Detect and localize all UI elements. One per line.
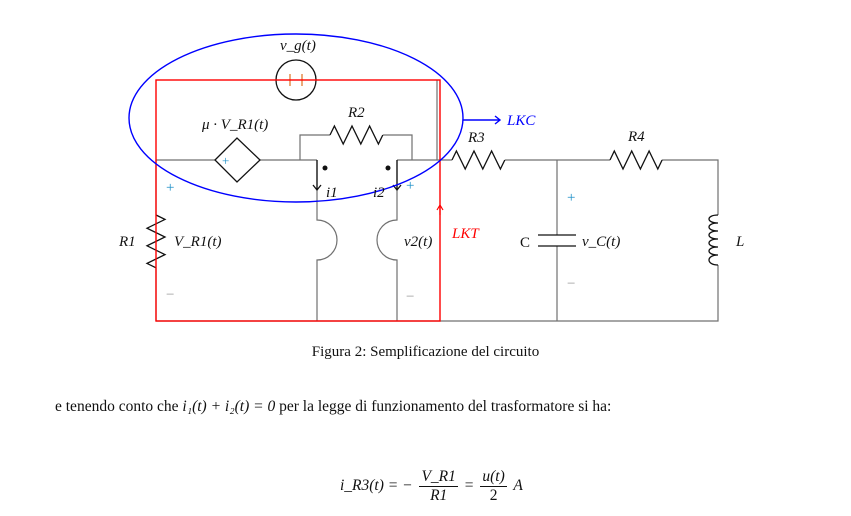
unit: A bbox=[513, 477, 523, 495]
fraction-u-2: u(t)2 bbox=[480, 468, 507, 505]
label-i2: i2 bbox=[373, 185, 385, 201]
minus-sign-r1: − bbox=[166, 287, 174, 303]
denominator: 2 bbox=[489, 487, 498, 504]
lkc-arrow bbox=[463, 115, 502, 125]
label-vg: v_g(t) bbox=[280, 38, 316, 54]
label-lkt: LKT bbox=[451, 226, 480, 242]
inline-math: i₁(t) + i₂(t) = 0 bbox=[182, 398, 276, 415]
numerator: u(t) bbox=[480, 468, 507, 487]
paragraph-text-end: per la legge di funzionamento del trasfo… bbox=[275, 398, 612, 415]
label-i1: i1 bbox=[326, 185, 338, 201]
label-vr1: V_R1(t) bbox=[174, 234, 221, 250]
capacitor-c bbox=[538, 234, 576, 247]
label-lkc: LKC bbox=[506, 113, 536, 129]
resistor-r3 bbox=[451, 149, 506, 171]
polarity-dot-primary bbox=[322, 165, 328, 171]
figure-caption: Figura 2: Semplificazione del circuito bbox=[311, 344, 540, 360]
resistor-r2 bbox=[329, 124, 384, 146]
source-plus: + bbox=[222, 153, 229, 168]
label-r4: R4 bbox=[627, 129, 645, 145]
resistor-r4 bbox=[609, 149, 663, 171]
label-l: L bbox=[735, 234, 744, 250]
lkt-loop bbox=[155, 79, 441, 322]
label-v2: v2(t) bbox=[404, 234, 432, 250]
minus-sign-vc: − bbox=[567, 276, 575, 292]
label-dependent-source: μ · V_R1(t) bbox=[201, 117, 268, 133]
label-r1: R1 bbox=[118, 234, 136, 250]
plus-sign-v2: + bbox=[406, 178, 414, 194]
label-r3: R3 bbox=[467, 130, 485, 146]
equation-lhs: i_R3(t) = − bbox=[340, 477, 413, 495]
plus-sign-vc: + bbox=[567, 190, 575, 206]
paragraph-text: e tenendo conto che bbox=[55, 398, 183, 415]
lkt-arrow bbox=[436, 203, 444, 215]
denominator: R1 bbox=[430, 487, 448, 504]
equals-sign: = bbox=[464, 477, 474, 495]
lkc-cut-ellipse bbox=[128, 33, 464, 203]
label-c: C bbox=[520, 235, 530, 251]
numerator: V_R1 bbox=[419, 468, 458, 487]
dependent-voltage-source bbox=[214, 137, 261, 183]
label-r2: R2 bbox=[347, 105, 365, 121]
minus-sign-v2: − bbox=[406, 289, 414, 305]
inductor-l bbox=[708, 214, 719, 266]
current-arrow-i1 bbox=[312, 160, 322, 192]
plus-sign-r1: + bbox=[166, 180, 174, 196]
body-paragraph: e tenendo conto che i₁(t) + i₂(t) = 0 pe… bbox=[55, 398, 611, 416]
transformer-secondary-coil bbox=[376, 160, 398, 321]
polarity-dot-secondary bbox=[385, 165, 391, 171]
label-vc: v_C(t) bbox=[582, 234, 620, 250]
transformer-primary-coil bbox=[316, 160, 338, 321]
